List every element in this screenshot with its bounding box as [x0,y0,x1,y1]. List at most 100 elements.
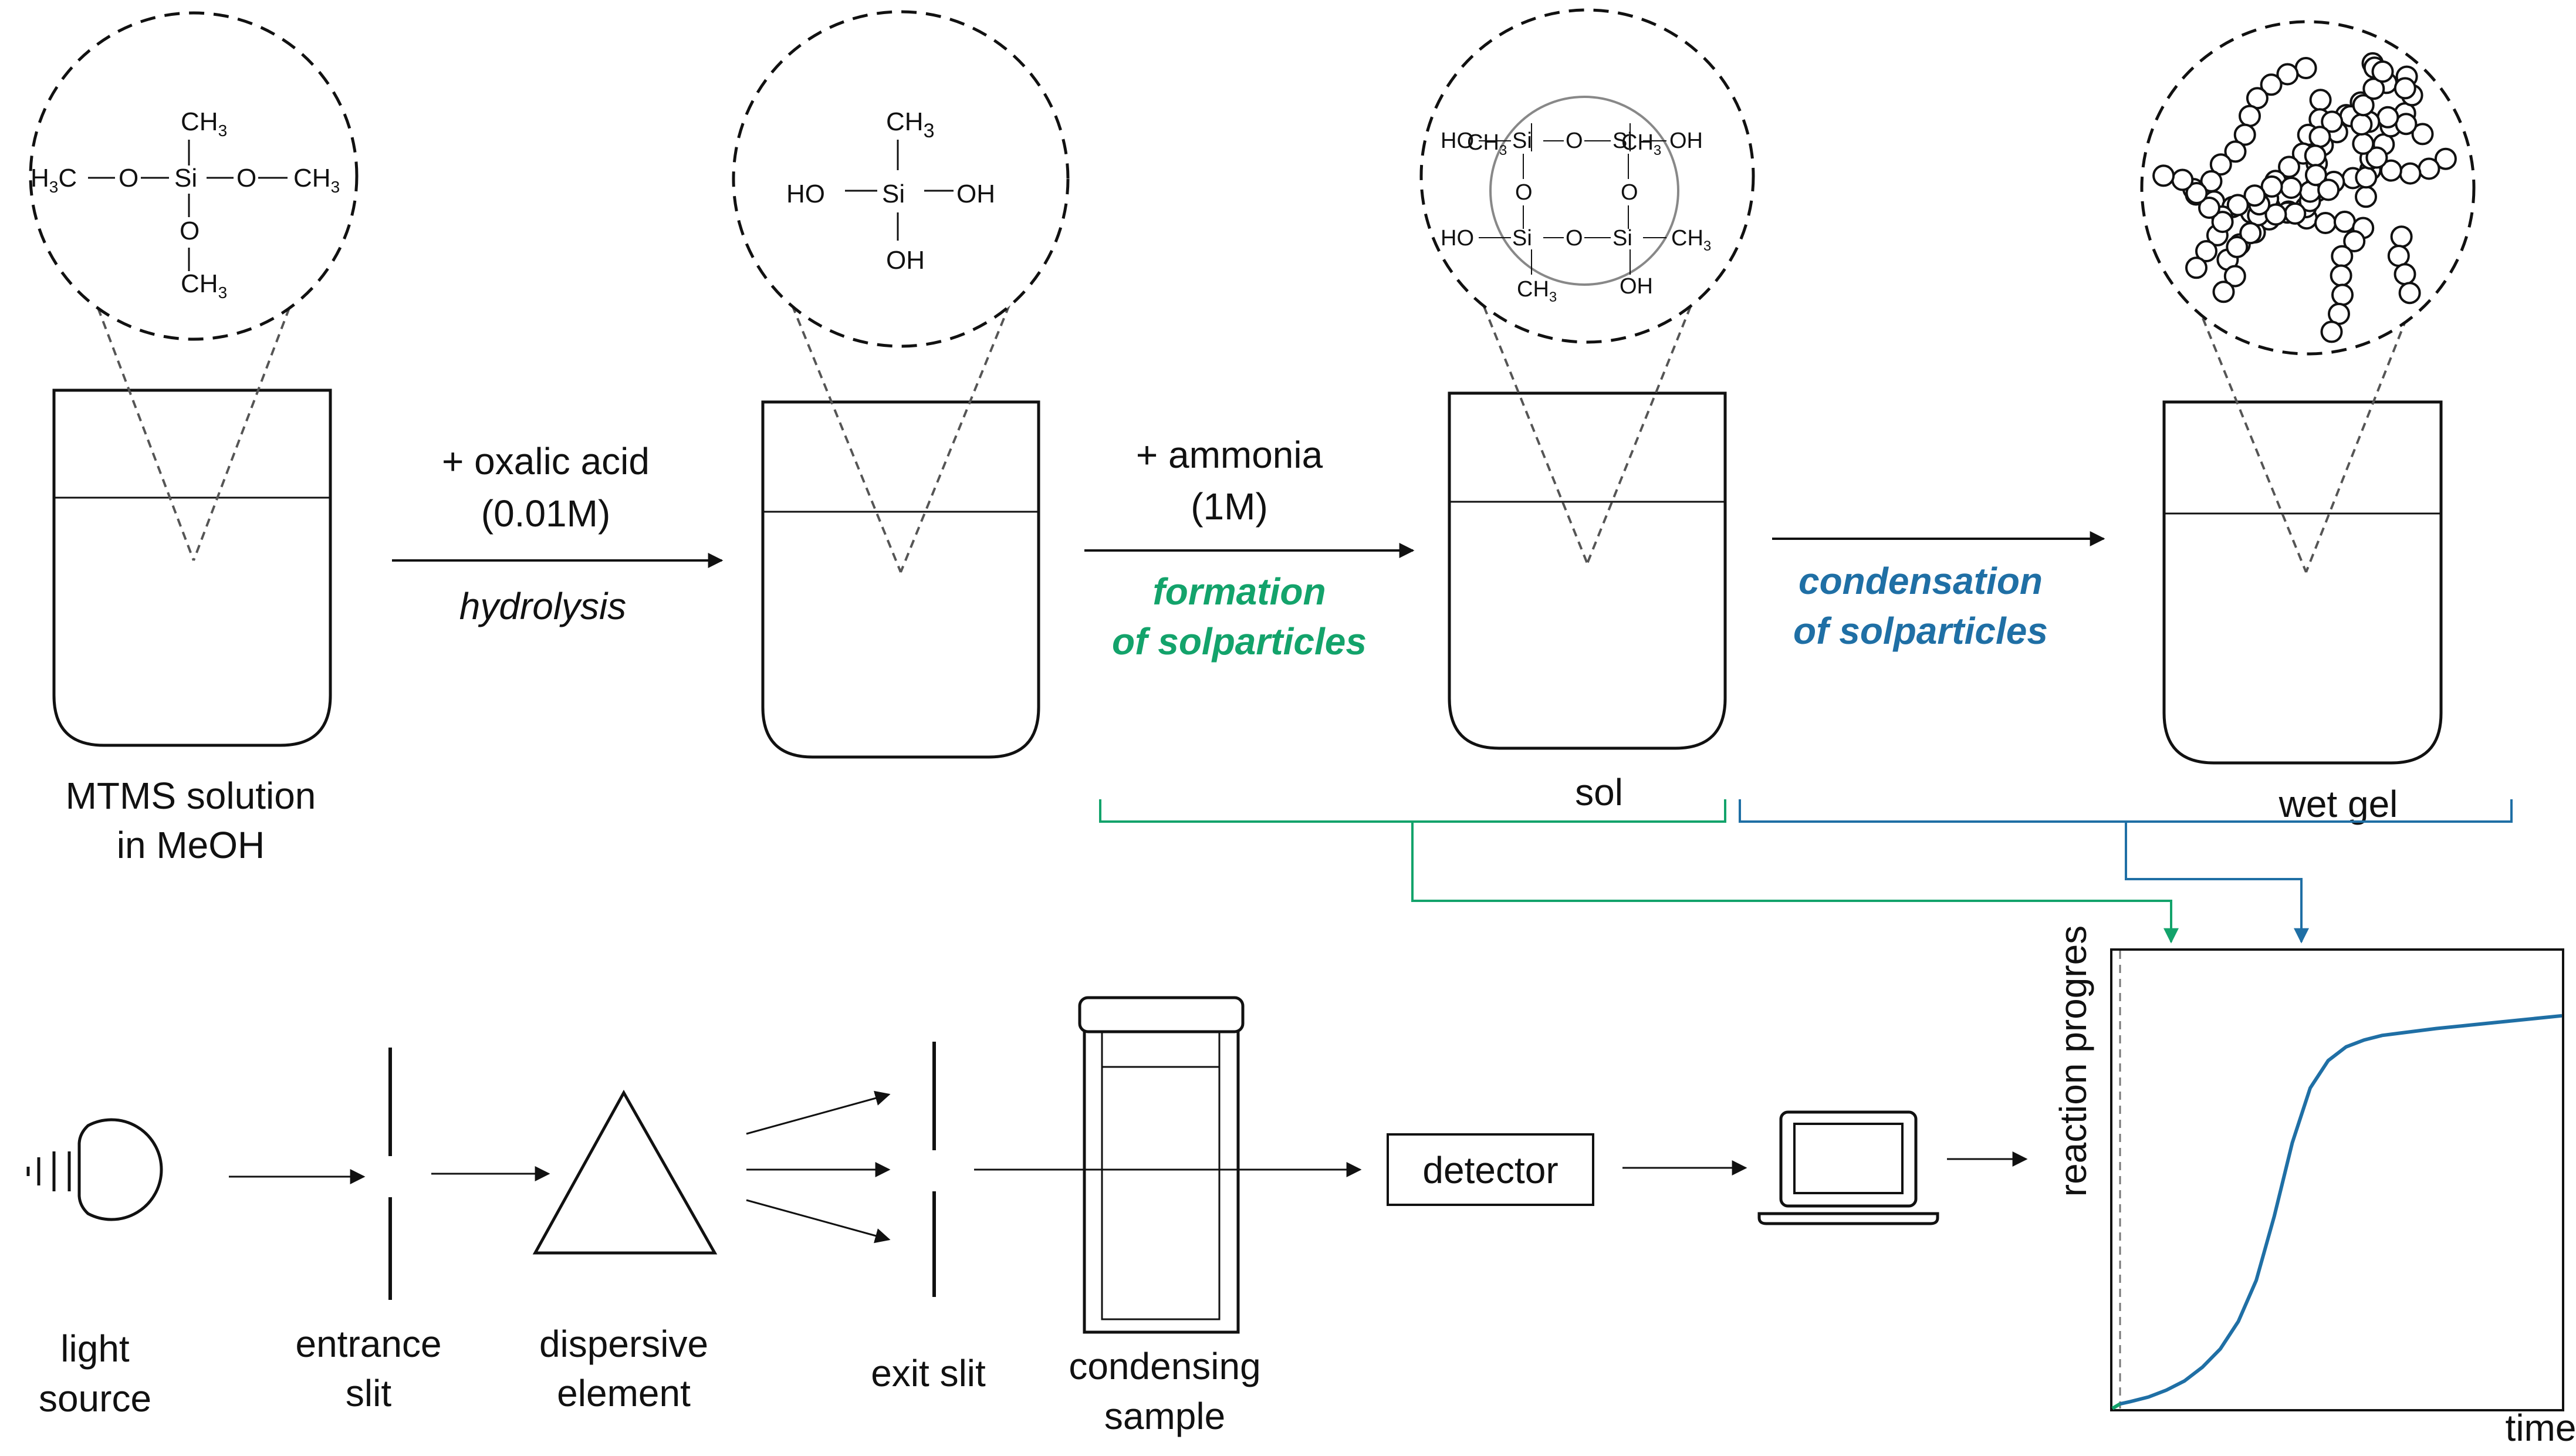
svg-text:CH3: CH3 [886,107,934,142]
gel-particle-network [2152,52,2457,343]
gel-particle [2418,157,2440,180]
label-sol: sol [1575,771,1623,813]
gel-particle [2195,240,2217,262]
gel-particle [2226,194,2249,217]
gel-particle [2352,94,2375,117]
siloxane-ring: CH3 CH3 HO Si O Si OH O O HO Si O Si CH3… [1441,96,1711,305]
series-green-line [2111,1402,2121,1410]
label-mtms-line2: in MeOH [117,824,265,866]
label-wet-gel: wet gel [2278,783,2398,825]
svg-text:CH3: CH3 [1517,277,1557,305]
beaker-sol [1448,391,1727,750]
gel-particle [2355,166,2378,189]
gel-particle [2185,256,2207,279]
svg-text:Si: Si [174,164,197,192]
label-ammonia-line1: + ammonia [1136,434,1323,476]
gel-particle [2343,230,2366,252]
gel-particle [2223,265,2246,288]
svg-text:Si: Si [1612,129,1632,153]
gel-particle [2239,222,2262,245]
gel-particle [2314,212,2337,234]
label-exit-slit: exit slit [871,1352,986,1394]
svg-text:Si: Si [1612,226,1632,251]
detector-box [1387,1133,1594,1206]
gel-particle [2152,164,2175,187]
svg-text:Si: Si [1512,129,1532,153]
chart-y-axis-label: reaction progres [2052,925,2094,1197]
beaker-mtms [52,389,332,747]
svg-text:CH3: CH3 [181,107,227,140]
svg-text:O: O [119,164,138,192]
gel-particle [2309,89,2332,112]
series-blue-line [2119,1014,2563,1406]
gel-particle [2395,113,2418,136]
gel-particle [2185,182,2208,204]
gel-particle [2394,77,2416,100]
zoom-circle-mtms [29,11,359,341]
gel-particle [2362,77,2385,100]
gel-particle [2260,175,2283,198]
gel-particle [2243,184,2266,207]
zoom-cone-2 [791,305,1010,573]
zoom-cone-3 [1478,293,1697,564]
label-ammonia-line2: (1M) [1191,485,1268,528]
svg-text:HO: HO [786,180,825,208]
gel-particle [2394,263,2416,286]
gel-particle [2171,168,2194,191]
dispersed-beam-top [746,1090,891,1135]
label-dispersive-line1: dispersive [539,1323,708,1365]
label-condensation-line2: of solparticles [1793,610,2048,652]
gel-particle [2355,185,2377,208]
zoom-cone-1 [87,281,300,561]
label-entrance-line1: entrance [295,1323,441,1365]
dispersed-beam-bottom [746,1199,891,1244]
svg-text:HO: HO [1441,129,1474,153]
label-oxalic-line2: (0.01M) [481,492,611,535]
gel-particle [2224,140,2247,163]
svg-text:OH: OH [956,180,995,208]
beaker-wet-gel [2162,400,2443,765]
label-light-line1: light [60,1327,130,1370]
gel-particle [2211,211,2234,234]
gel-particle [2333,210,2356,233]
svg-text:OH: OH [886,246,925,275]
gel-particle [2398,282,2421,305]
svg-text:H3C: H3C [31,164,77,196]
svg-text:CH3: CH3 [1467,130,1507,158]
svg-text:CH3: CH3 [1671,226,1711,254]
gel-particle [2387,245,2410,267]
gel-particle [2264,203,2287,226]
svg-text:O: O [1566,129,1583,153]
gel-particle [2239,104,2261,127]
svg-text:O: O [1566,226,1583,251]
gel-particle [2331,245,2354,268]
gel-particle [2276,63,2299,86]
svg-text:CH3: CH3 [181,269,227,302]
svg-text:Si: Si [882,180,905,208]
brace-green [1099,799,2171,942]
label-formation-line1: formation [1152,570,1326,613]
gel-particle [2320,320,2343,343]
svg-text:CH3: CH3 [293,164,340,196]
gel-particle [2399,162,2422,185]
silanol-molecule: CH3 HO Si OH OH [786,107,995,275]
gel-particle [2294,57,2317,79]
gel-particle [2209,153,2232,176]
gel-particle [2411,123,2434,146]
gel-particle [2284,202,2307,225]
gel-particle [2280,177,2303,199]
gel-particle [2350,113,2373,136]
gel-particle [2321,110,2344,133]
chart-x-axis-label: time [2506,1407,2576,1449]
label-oxalic-line1: + oxalic acid [442,440,650,482]
svg-text:CH3: CH3 [1621,130,1661,158]
label-mtms-line1: MTMS solution [66,775,316,817]
label-condensing-line1: condensing [1069,1345,1260,1387]
mtms-molecule: CH3 H3C O Si O CH3 O CH3 [31,107,340,302]
condensing-sample-cuvette [1078,996,1245,1334]
reaction-progress-chart: reaction progres time [2052,925,2576,1449]
label-condensing-line2: sample [1104,1395,1225,1437]
label-formation-line2: of solparticles [1112,620,1367,663]
label-light-line2: source [39,1377,151,1420]
gel-particle [2304,164,2327,187]
